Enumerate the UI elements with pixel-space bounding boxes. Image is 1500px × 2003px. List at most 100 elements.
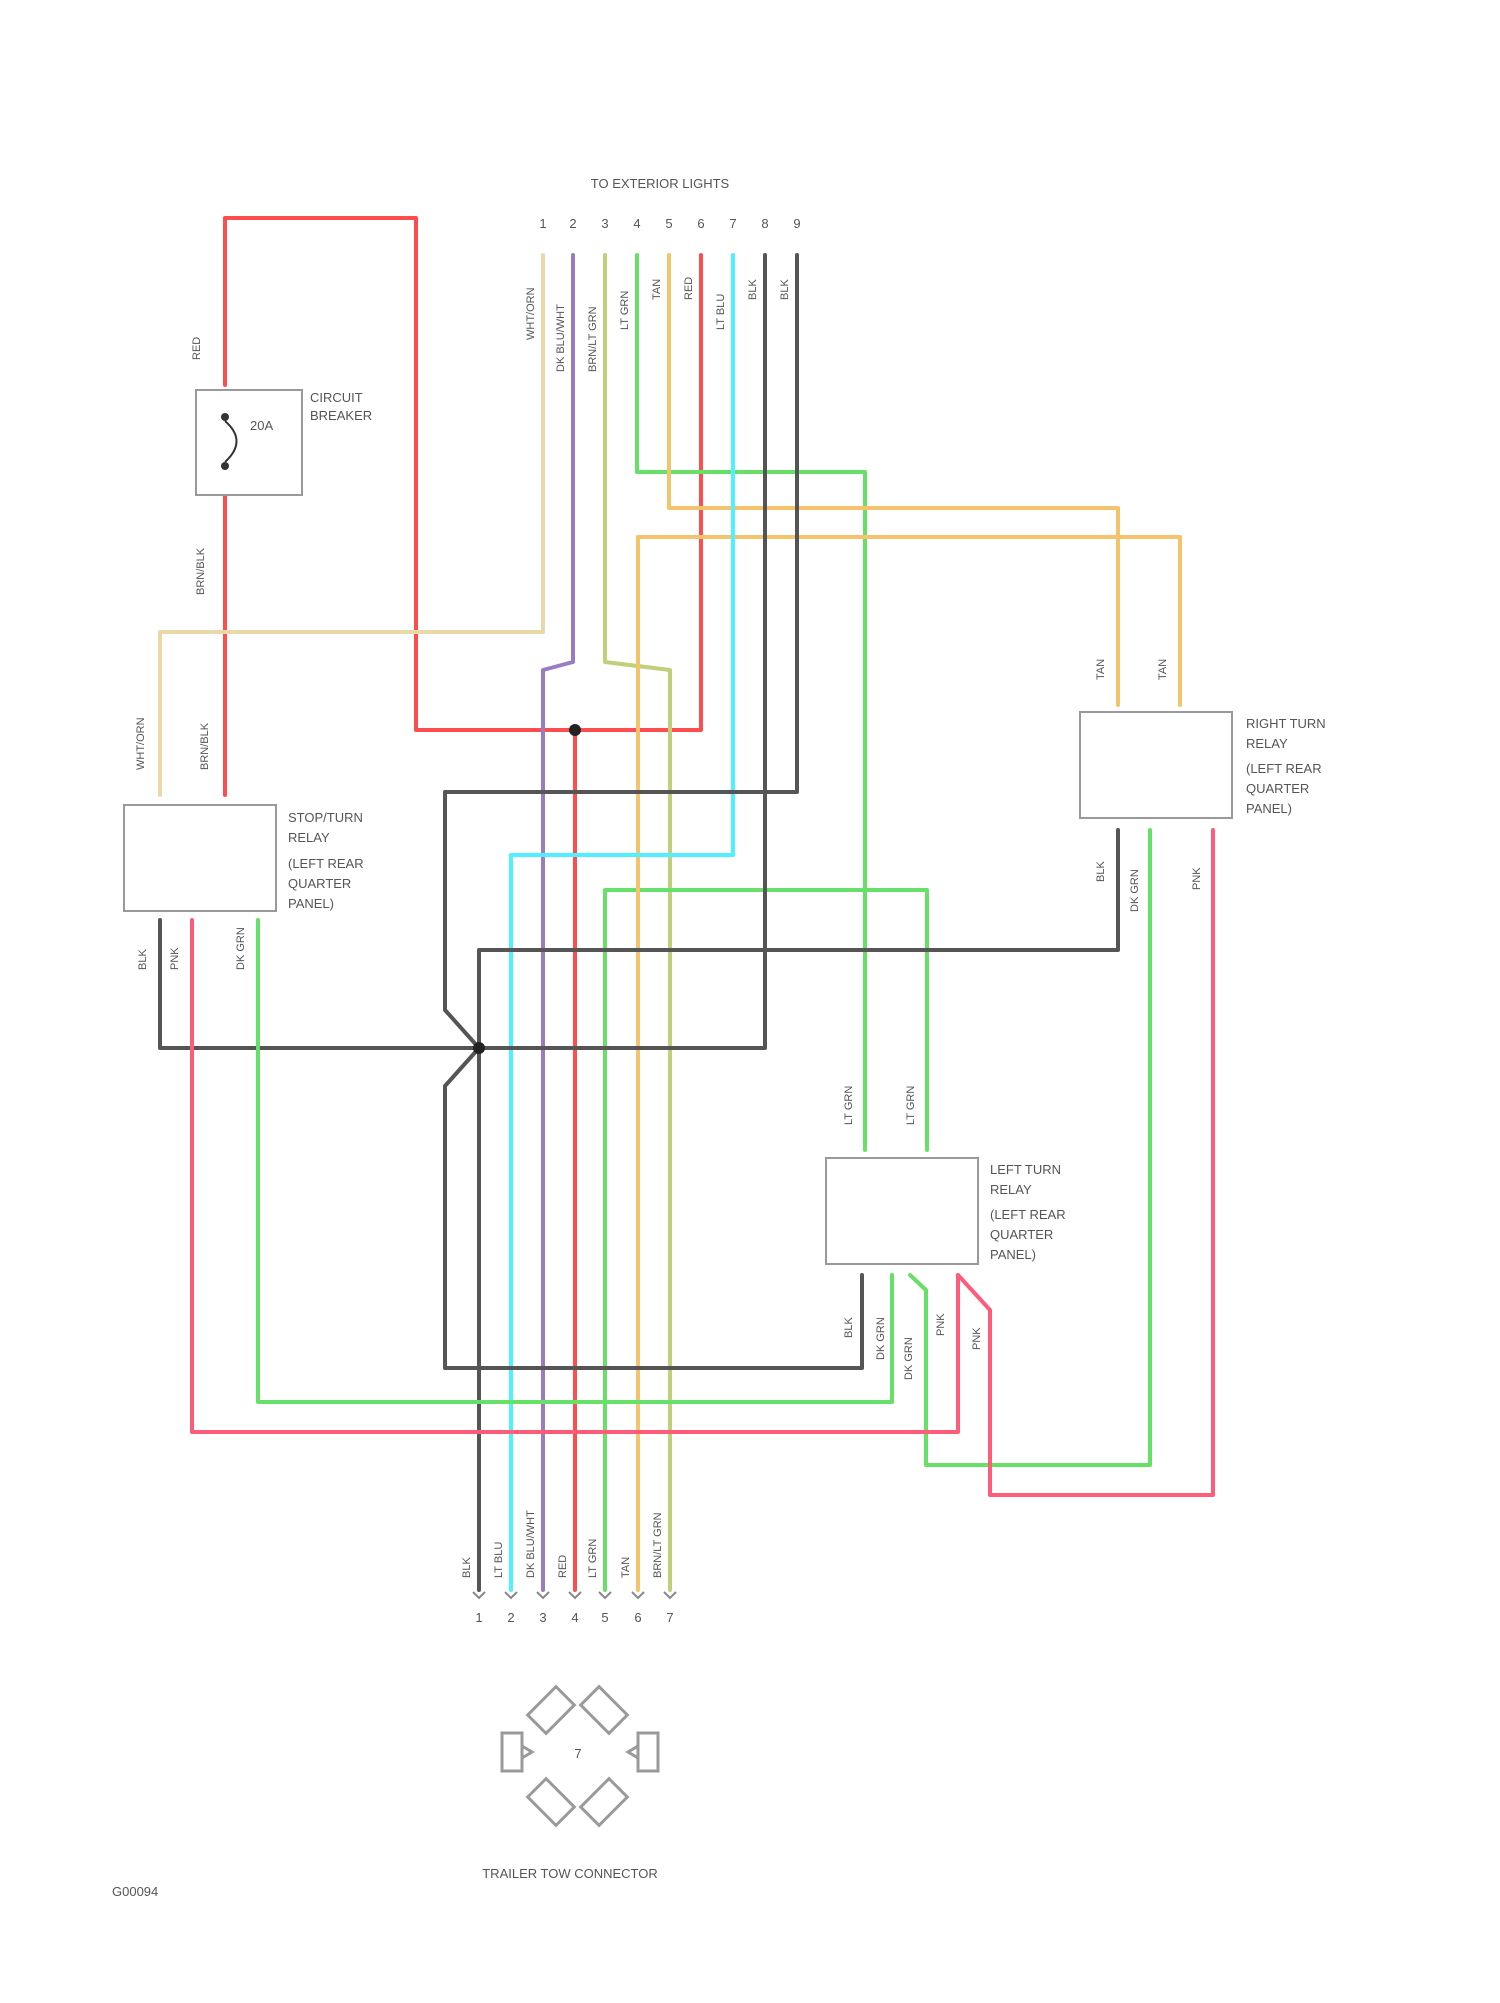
- pin-terminal-icon: [664, 1592, 676, 1598]
- pin-terminal-icon: [569, 1592, 581, 1598]
- splice-red: [569, 724, 581, 736]
- right-relay-name: QUARTER: [1246, 781, 1309, 796]
- bottom-pin-number: 4: [571, 1610, 578, 1625]
- pin-terminal-icon: [632, 1592, 644, 1598]
- right-relay-out-label: DK GRN: [1129, 869, 1141, 912]
- circuit-breaker: 20A CIRCUIT BREAKER: [196, 390, 372, 495]
- bottom-pins: 1 2 3 4 5 6 7: [473, 1592, 676, 1625]
- left-relay-out-label: PNK: [935, 1313, 947, 1336]
- left-turn-relay: LEFT TURN RELAY (LEFT REAR QUARTER PANEL…: [826, 1158, 1066, 1264]
- right-relay-name: RELAY: [1246, 736, 1288, 751]
- left-relay-in-label: LT GRN: [905, 1086, 917, 1125]
- wire-dk-blu-wht: [543, 255, 573, 1590]
- bottom-pin-number: 2: [507, 1610, 514, 1625]
- bottom-pin-number: 1: [475, 1610, 482, 1625]
- breaker-contact-icon: [221, 462, 229, 470]
- left-relay-in-label: LT GRN: [843, 1086, 855, 1125]
- top-wire-label: DK BLU/WHT: [555, 304, 567, 372]
- wire-blk-top-8: [479, 255, 765, 1048]
- top-wire-label: BRN/LT GRN: [587, 306, 599, 372]
- right-relay-name: PANEL): [1246, 801, 1292, 816]
- right-turn-relay-box: [1080, 712, 1232, 818]
- wire-tan-top: [669, 255, 1118, 705]
- top-wire-label: RED: [683, 277, 695, 300]
- bottom-wire-label: LT GRN: [587, 1539, 599, 1578]
- wire-blk-stop-relay: [160, 920, 479, 1048]
- bottom-wire-label: DK BLU/WHT: [525, 1510, 537, 1578]
- right-turn-relay: RIGHT TURN RELAY (LEFT REAR QUARTER PANE…: [1080, 712, 1326, 818]
- left-turn-relay-box: [826, 1158, 978, 1264]
- connector-pin-icon: [528, 1687, 575, 1734]
- stop-relay-name: PANEL): [288, 896, 334, 911]
- top-pin-number: 3: [601, 216, 608, 231]
- right-relay-out-label: PNK: [1191, 867, 1203, 890]
- stop-relay-name: STOP/TURN: [288, 810, 363, 825]
- left-relay-out-label: DK GRN: [903, 1337, 915, 1380]
- top-pin-number: 6: [697, 216, 704, 231]
- top-wire-label: BLK: [779, 279, 791, 300]
- bottom-wire-label: BLK: [461, 1557, 473, 1578]
- left-relay-name: LEFT TURN: [990, 1162, 1061, 1177]
- stop-turn-relay-box: [124, 805, 276, 911]
- stop-turn-relay: STOP/TURN RELAY (LEFT REAR QUARTER PANEL…: [124, 805, 364, 911]
- left-relay-name: (LEFT REAR: [990, 1207, 1066, 1222]
- figure-id: G00094: [112, 1884, 158, 1899]
- pin-terminal-icon: [537, 1592, 549, 1598]
- connector-title: TRAILER TOW CONNECTOR: [482, 1866, 658, 1881]
- right-relay-in-label: TAN: [1157, 659, 1169, 680]
- top-wire-label: LT BLU: [715, 294, 727, 330]
- breaker-name: CIRCUIT: [310, 390, 363, 405]
- pin-terminal-icon: [599, 1592, 611, 1598]
- breaker-out-label: BRN/BLK: [195, 547, 207, 595]
- breaker-in-label: RED: [191, 337, 203, 360]
- top-pin-number: 2: [569, 216, 576, 231]
- left-relay-name: PANEL): [990, 1247, 1036, 1262]
- bottom-wire-label: TAN: [620, 1557, 632, 1578]
- left-relay-out-label: PNK: [971, 1327, 983, 1350]
- top-pin-numbers: 1 2 3 4 5 6 7 8 9: [539, 216, 800, 231]
- stop-relay-in-label: BRN/BLK: [199, 722, 211, 770]
- top-pin-number: 5: [665, 216, 672, 231]
- breaker-contact-icon: [221, 413, 229, 421]
- right-relay-name: (LEFT REAR: [1246, 761, 1322, 776]
- breaker-name: BREAKER: [310, 408, 372, 423]
- left-relay-out-label: BLK: [843, 1317, 855, 1338]
- top-pin-number: 7: [729, 216, 736, 231]
- top-wire-label: TAN: [651, 279, 663, 300]
- bottom-wire-label: LT BLU: [493, 1542, 505, 1578]
- stop-relay-in-label: WHT/ORN: [135, 717, 147, 770]
- top-wire-labels: WHT/ORN DK BLU/WHT BRN/LT GRN LT GRN TAN…: [525, 277, 791, 372]
- pin-terminal-icon: [473, 1592, 485, 1598]
- right-relay-name: RIGHT TURN: [1246, 716, 1326, 731]
- bottom-pin-number: 5: [601, 1610, 608, 1625]
- connector-center-number: 7: [574, 1746, 581, 1761]
- connector-pin-icon: [502, 1733, 522, 1771]
- top-wire-label: LT GRN: [619, 291, 631, 330]
- stop-relay-name: (LEFT REAR: [288, 856, 364, 871]
- top-wire-label: BLK: [747, 279, 759, 300]
- stop-relay-out-label: PNK: [169, 947, 181, 970]
- left-relay-out-label: DK GRN: [875, 1317, 887, 1360]
- connector-pin-icon: [581, 1687, 628, 1734]
- top-pin-number: 9: [793, 216, 800, 231]
- stop-relay-name: QUARTER: [288, 876, 351, 891]
- wire-wht-orn: [160, 255, 543, 795]
- stop-relay-out-label: BLK: [137, 949, 149, 970]
- bottom-wire-labels: BLK LT BLU DK BLU/WHT RED LT GRN TAN BRN…: [461, 1510, 664, 1578]
- splice-ground: [473, 1042, 485, 1054]
- connector-pin-icon: [581, 1779, 628, 1826]
- right-relay-out-label: BLK: [1095, 861, 1107, 882]
- top-pin-number: 4: [633, 216, 640, 231]
- breaker-rating: 20A: [250, 418, 273, 433]
- left-relay-name: QUARTER: [990, 1227, 1053, 1242]
- bottom-pin-number: 3: [539, 1610, 546, 1625]
- connector-pin-icon: [528, 1779, 575, 1826]
- top-pin-number: 1: [539, 216, 546, 231]
- bottom-pin-number: 7: [666, 1610, 673, 1625]
- connector-pin-icon: [638, 1733, 658, 1771]
- bottom-pin-number: 6: [634, 1610, 641, 1625]
- wire-blk-top-9: [445, 255, 862, 1368]
- circuit-breaker-box: [196, 390, 302, 495]
- stop-relay-out-label: DK GRN: [235, 927, 247, 970]
